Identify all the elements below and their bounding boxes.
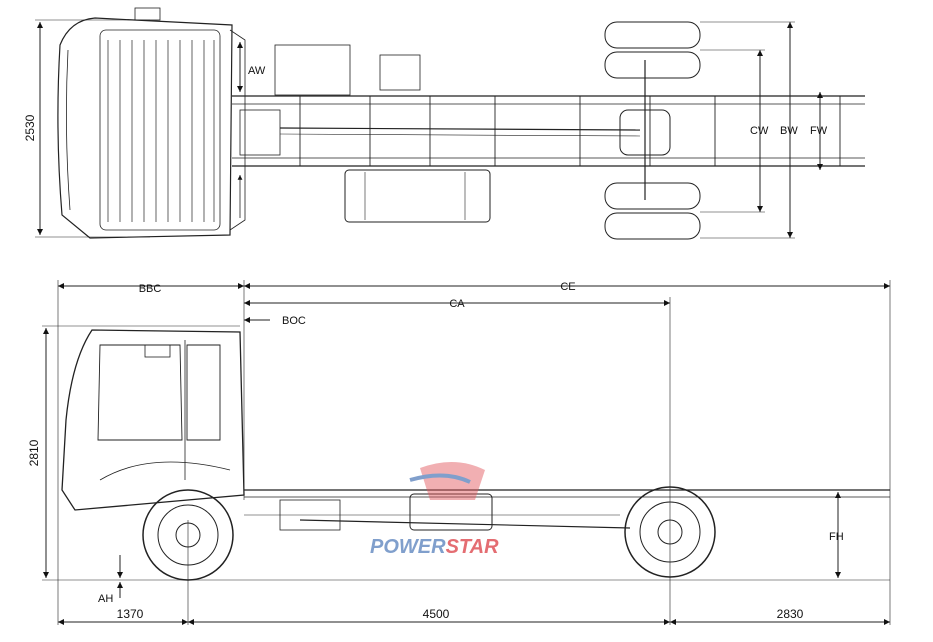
watermark-arc-icon xyxy=(409,473,471,484)
fw-label: FW xyxy=(810,125,828,137)
ca-label: CA xyxy=(449,298,465,310)
ah-label: AH xyxy=(98,593,113,605)
overall-height-value: 2810 xyxy=(27,439,41,466)
svg-text:POWERSTAR: POWERSTAR xyxy=(370,536,499,558)
front-overhang-value: 1370 xyxy=(117,607,144,621)
wheelbase-value: 4500 xyxy=(423,607,450,621)
watermark-swoosh-icon xyxy=(420,461,485,500)
watermark-text-star: STAR xyxy=(446,536,500,558)
bbc-label: BBC xyxy=(139,283,162,295)
fh-label: FH xyxy=(829,531,844,543)
aw-label: AW xyxy=(248,65,266,77)
top-view xyxy=(35,7,865,240)
ce-label: CE xyxy=(560,281,575,293)
rear-overhang-value: 2830 xyxy=(777,607,804,621)
bw-label: BW xyxy=(780,125,798,137)
powerstar-watermark: POWERSTAR xyxy=(370,461,499,558)
side-view xyxy=(42,280,891,625)
overall-width-value: 2530 xyxy=(23,114,37,141)
boc-label: BOC xyxy=(282,315,306,327)
watermark-text-power: POWER xyxy=(370,536,446,558)
cw-label: CW xyxy=(750,125,769,137)
